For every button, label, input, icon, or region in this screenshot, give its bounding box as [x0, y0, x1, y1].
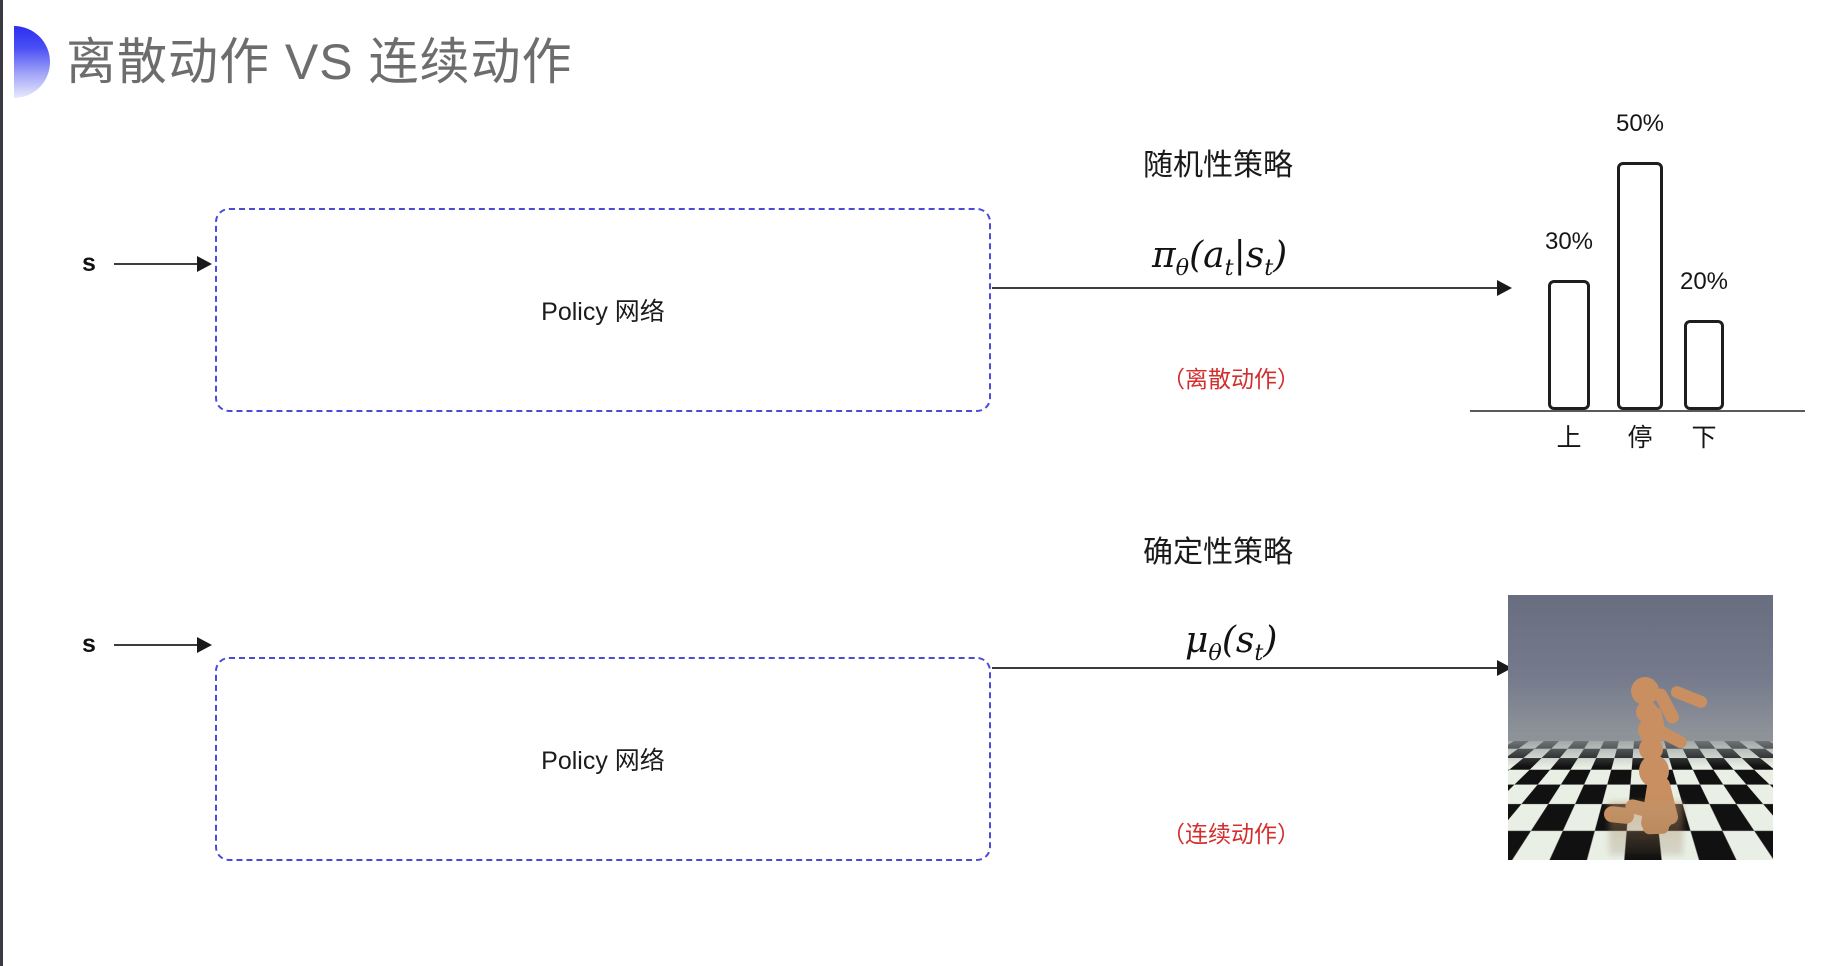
bar-up — [1548, 280, 1590, 410]
state-input-label-continuous: s — [82, 630, 96, 658]
humanoid-floor-reflection — [1608, 801, 1683, 855]
bar-value-up: 30% — [1544, 228, 1594, 255]
policy-network-box-continuous[interactable]: Policy 网络 — [215, 657, 991, 861]
formula-close-2: ) — [1263, 620, 1278, 661]
input-arrow-continuous — [114, 644, 210, 646]
formula-st-sub-2: t — [1254, 640, 1264, 667]
bar-stop — [1617, 162, 1663, 410]
bar-down — [1684, 320, 1724, 410]
formula-open-arg-2: (s — [1221, 620, 1255, 661]
policy-network-label-continuous: Policy 网络 — [541, 747, 665, 775]
formula-theta-sub: θ — [1175, 255, 1190, 282]
discrete-action-note: （离散动作） — [1162, 366, 1300, 392]
formula-mu: μ — [1185, 620, 1209, 661]
deterministic-policy-formula: μθ(st) — [1185, 620, 1277, 666]
stochastic-policy-formula: πθ(at|st) — [1152, 235, 1287, 281]
output-arrow-continuous — [992, 667, 1510, 669]
mujoco-humanoid-simulation-image — [1508, 595, 1773, 860]
formula-st-sub: t — [1264, 255, 1274, 282]
formula-open-arg: (a — [1189, 235, 1225, 276]
formula-theta-sub-2: θ — [1208, 640, 1222, 667]
page-title: 离散动作 VS 连续动作 — [66, 34, 573, 90]
half-circle-bullet-icon — [14, 26, 50, 98]
bar-category-down: 下 — [1691, 424, 1717, 452]
output-arrow-discrete — [992, 287, 1510, 289]
policy-network-box-discrete[interactable]: Policy 网络 — [215, 208, 991, 412]
formula-at-sub: t — [1224, 255, 1234, 282]
state-input-label-discrete: s — [82, 249, 96, 277]
bar-value-down: 20% — [1679, 268, 1729, 295]
formula-mid: |s — [1233, 235, 1265, 276]
policy-network-label-discrete: Policy 网络 — [541, 298, 665, 326]
action-probability-bar-chart: 30% 上 50% 停 20% 下 — [1470, 100, 1820, 452]
formula-close: ) — [1273, 235, 1288, 276]
stochastic-policy-heading: 随机性策略 — [1143, 149, 1293, 182]
input-arrow-discrete — [114, 263, 210, 265]
video-frame-left-edge — [0, 0, 3, 966]
bar-category-stop: 停 — [1627, 424, 1653, 452]
bar-value-stop: 50% — [1615, 110, 1665, 137]
chart-x-axis — [1470, 410, 1805, 412]
continuous-action-note: （连续动作） — [1162, 821, 1300, 847]
deterministic-policy-heading: 确定性策略 — [1143, 536, 1293, 569]
formula-pi: π — [1152, 235, 1176, 276]
bar-category-up: 上 — [1556, 424, 1582, 452]
